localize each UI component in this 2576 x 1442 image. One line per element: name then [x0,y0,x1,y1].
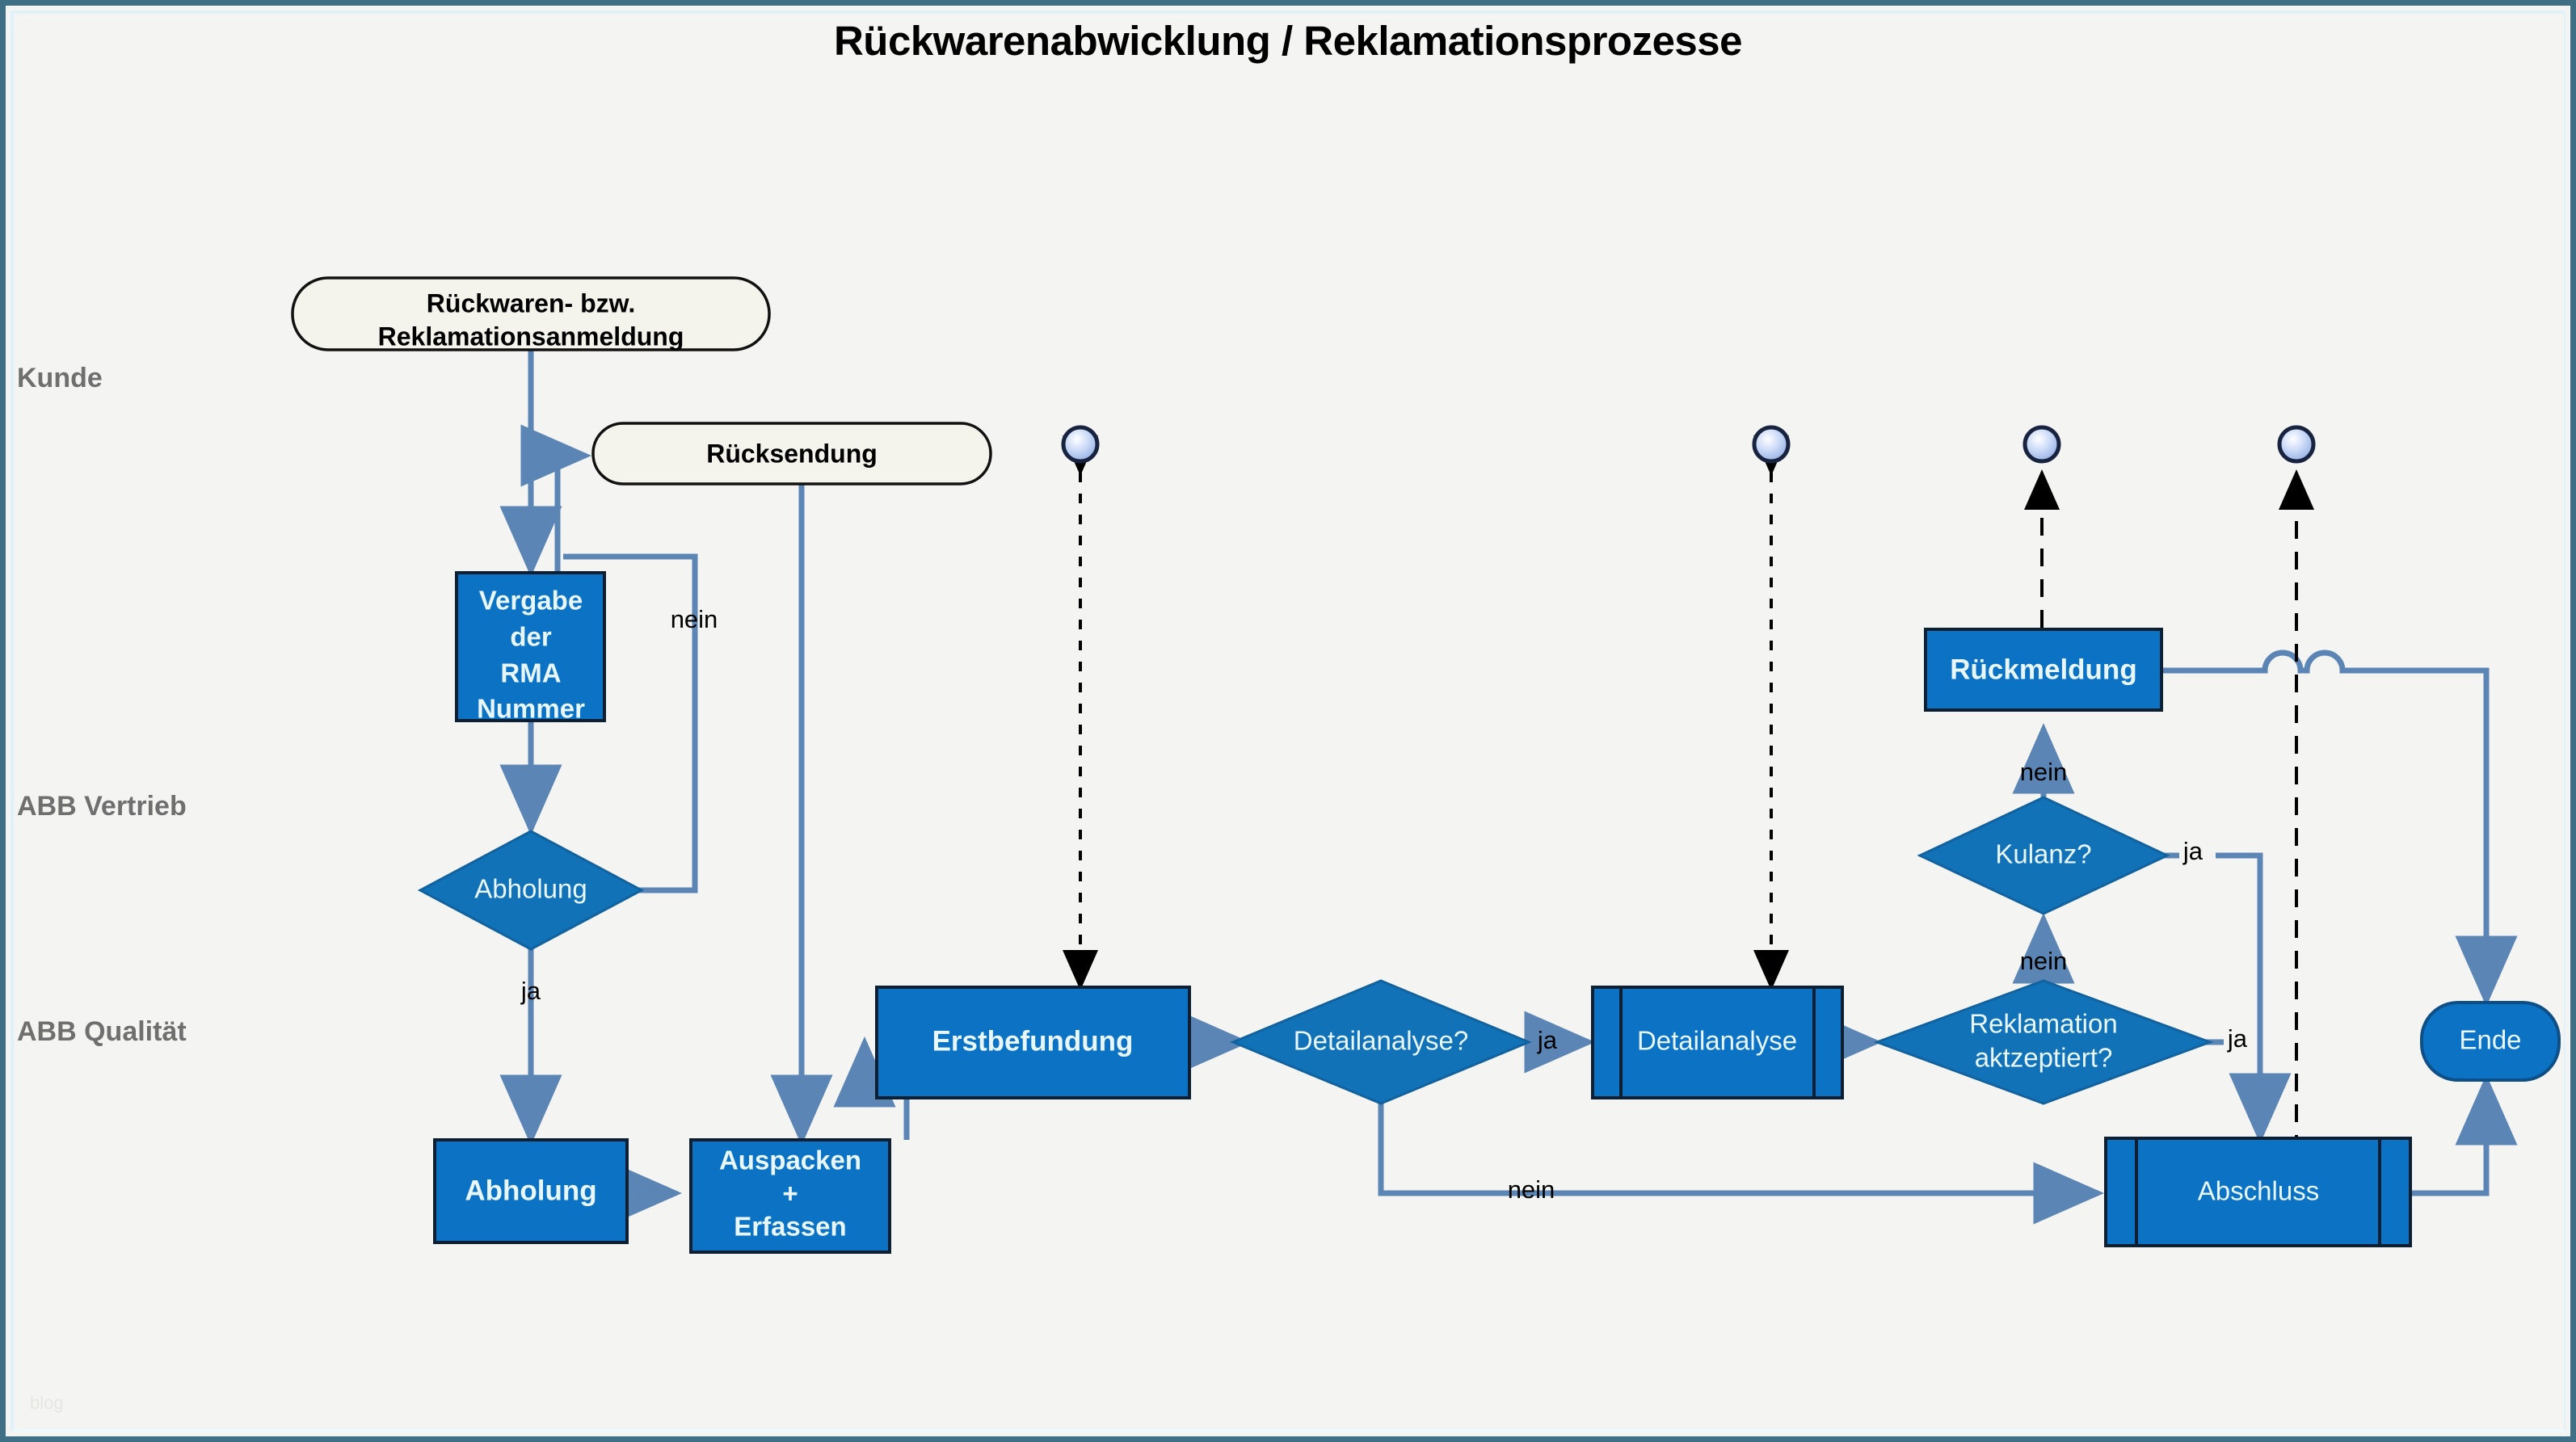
edge-label-detail-nein: nein [1508,1175,1555,1204]
reklamation-question-shape [1873,979,2214,1105]
watermark-text: blog [30,1393,64,1413]
edge-rueckmeldung-to-ende [2161,650,2518,1007]
marker-circle-3[interactable] [2022,425,2061,464]
node-detailanalyse-question[interactable]: Detailanalyse? [1230,979,1532,1105]
lane-label-abb-qualitaet: ABB Qualität [17,1016,187,1047]
page-title: Rückwarenabwicklung / Reklamationsprozes… [833,18,1743,64]
abschluss-label: Abschluss [2198,1176,2319,1206]
abschluss-shape [2104,1137,2412,1247]
node-rueckmeldung[interactable]: Rückmeldung [1924,628,2163,712]
edge-label-layer: nein ja ja nein ja nein ja nein [520,605,2248,1204]
abholung-question-label: Abholung [474,874,587,904]
ruecksendung-shape [591,422,992,486]
start-label-line2: Reklamationsanmeldung [378,322,684,351]
ende-label: Ende [2459,1025,2521,1055]
start-label-line1: Rückwaren- bzw. [427,288,635,317]
node-detailanalyse[interactable]: Detailanalyse [1591,986,1844,1099]
node-abholung-question[interactable]: Abholung [417,830,645,951]
flowchart-canvas: Kunde ABB Vertrieb ABB Qualität [17,276,2561,1413]
connector-layer [499,349,2518,1225]
edge-kulanzq-ja-down [2216,852,2263,1042]
node-abschluss[interactable]: Abschluss [2104,1137,2412,1247]
rma-label-line2: der [510,622,552,652]
marker-circle-1[interactable] [1061,425,1100,464]
abholung-question-shape [417,830,645,951]
rma-label-line1: Vergabe [479,586,583,616]
erstbefundung-shape [875,986,1191,1099]
edge-label-detail-ja: ja [1537,1026,1558,1054]
rueckmeldung-label: Rückmeldung [1950,654,2136,685]
marker-circle-4[interactable] [2277,425,2316,464]
auspacken-label-line3: Erfassen [734,1212,846,1242]
auspacken-label-line2: + [782,1179,798,1209]
auspacken-label-line1: Auspacken [719,1146,861,1175]
edge-abholungq-nein-route [563,553,698,893]
node-start[interactable]: Rückwaren- bzw. Reklamationsanmeldung [291,276,771,351]
edge-label-abholung-ja: ja [520,977,541,1005]
node-reklamation-question[interactable]: Reklamation aktzeptiert? [1873,979,2214,1105]
lane-label-kunde: Kunde [17,363,103,393]
rma-shape [455,571,606,722]
edge-detailq-nein-to-abschluss [1378,1096,2104,1225]
abholung-label: Abholung [465,1175,596,1206]
abholung-shape [433,1138,629,1244]
edge-abschluss-to-ende [2410,1074,2518,1196]
lane-label-abb-vertrieb: ABB Vertrieb [17,791,187,822]
detailanalyse-shape [1591,986,1844,1099]
node-kulanz-question[interactable]: Kulanz? [1917,796,2170,915]
edge-label-rma-nein: nein [671,605,718,633]
marker-circle-2[interactable] [1752,425,1791,464]
erstbefundung-label: Erstbefundung [932,1025,1134,1057]
detailanalyse-question-label: Detailanalyse? [1294,1026,1468,1056]
node-ruecksendung[interactable]: Rücksendung [591,422,992,486]
node-rma[interactable]: Vergabe der RMA Nummer [455,571,606,724]
node-erstbefundung[interactable]: Erstbefundung [875,986,1191,1099]
node-auspacken[interactable]: Auspacken + Erfassen [689,1138,891,1254]
node-abholung[interactable]: Abholung [433,1138,629,1244]
edge-label-reklamation-ja: ja [2227,1024,2248,1053]
edge-label-kulanz-ja: ja [2182,837,2203,865]
ruecksendung-label: Rücksendung [706,439,878,468]
kulanz-question-shape [1917,796,2170,915]
detailanalyse-label: Detailanalyse [1637,1026,1797,1056]
edge-nein-to-ruecksendung [520,424,591,571]
ende-shape [2420,1001,2561,1082]
auspacken-shape [689,1138,891,1254]
start-shape [291,276,771,351]
edge-label-kulanz-nein: nein [2020,758,2068,786]
reklamation-question-label-line1: Reklamation [1969,1009,2117,1039]
rma-label-line3: RMA [500,658,561,688]
edge-label-reklamation-nein: nein [2020,947,2068,975]
detailanalyse-question-shape [1230,979,1532,1105]
kulanz-question-label: Kulanz? [1995,839,2091,869]
marker-circles [1061,425,2316,464]
node-ende[interactable]: Ende [2420,1001,2561,1082]
rueckmeldung-shape [1924,628,2163,712]
reklamation-question-label-line2: aktzeptiert? [1975,1043,2113,1073]
dashed-connector-layer [1063,435,2314,1153]
rma-label-line4: Nummer [477,694,585,724]
